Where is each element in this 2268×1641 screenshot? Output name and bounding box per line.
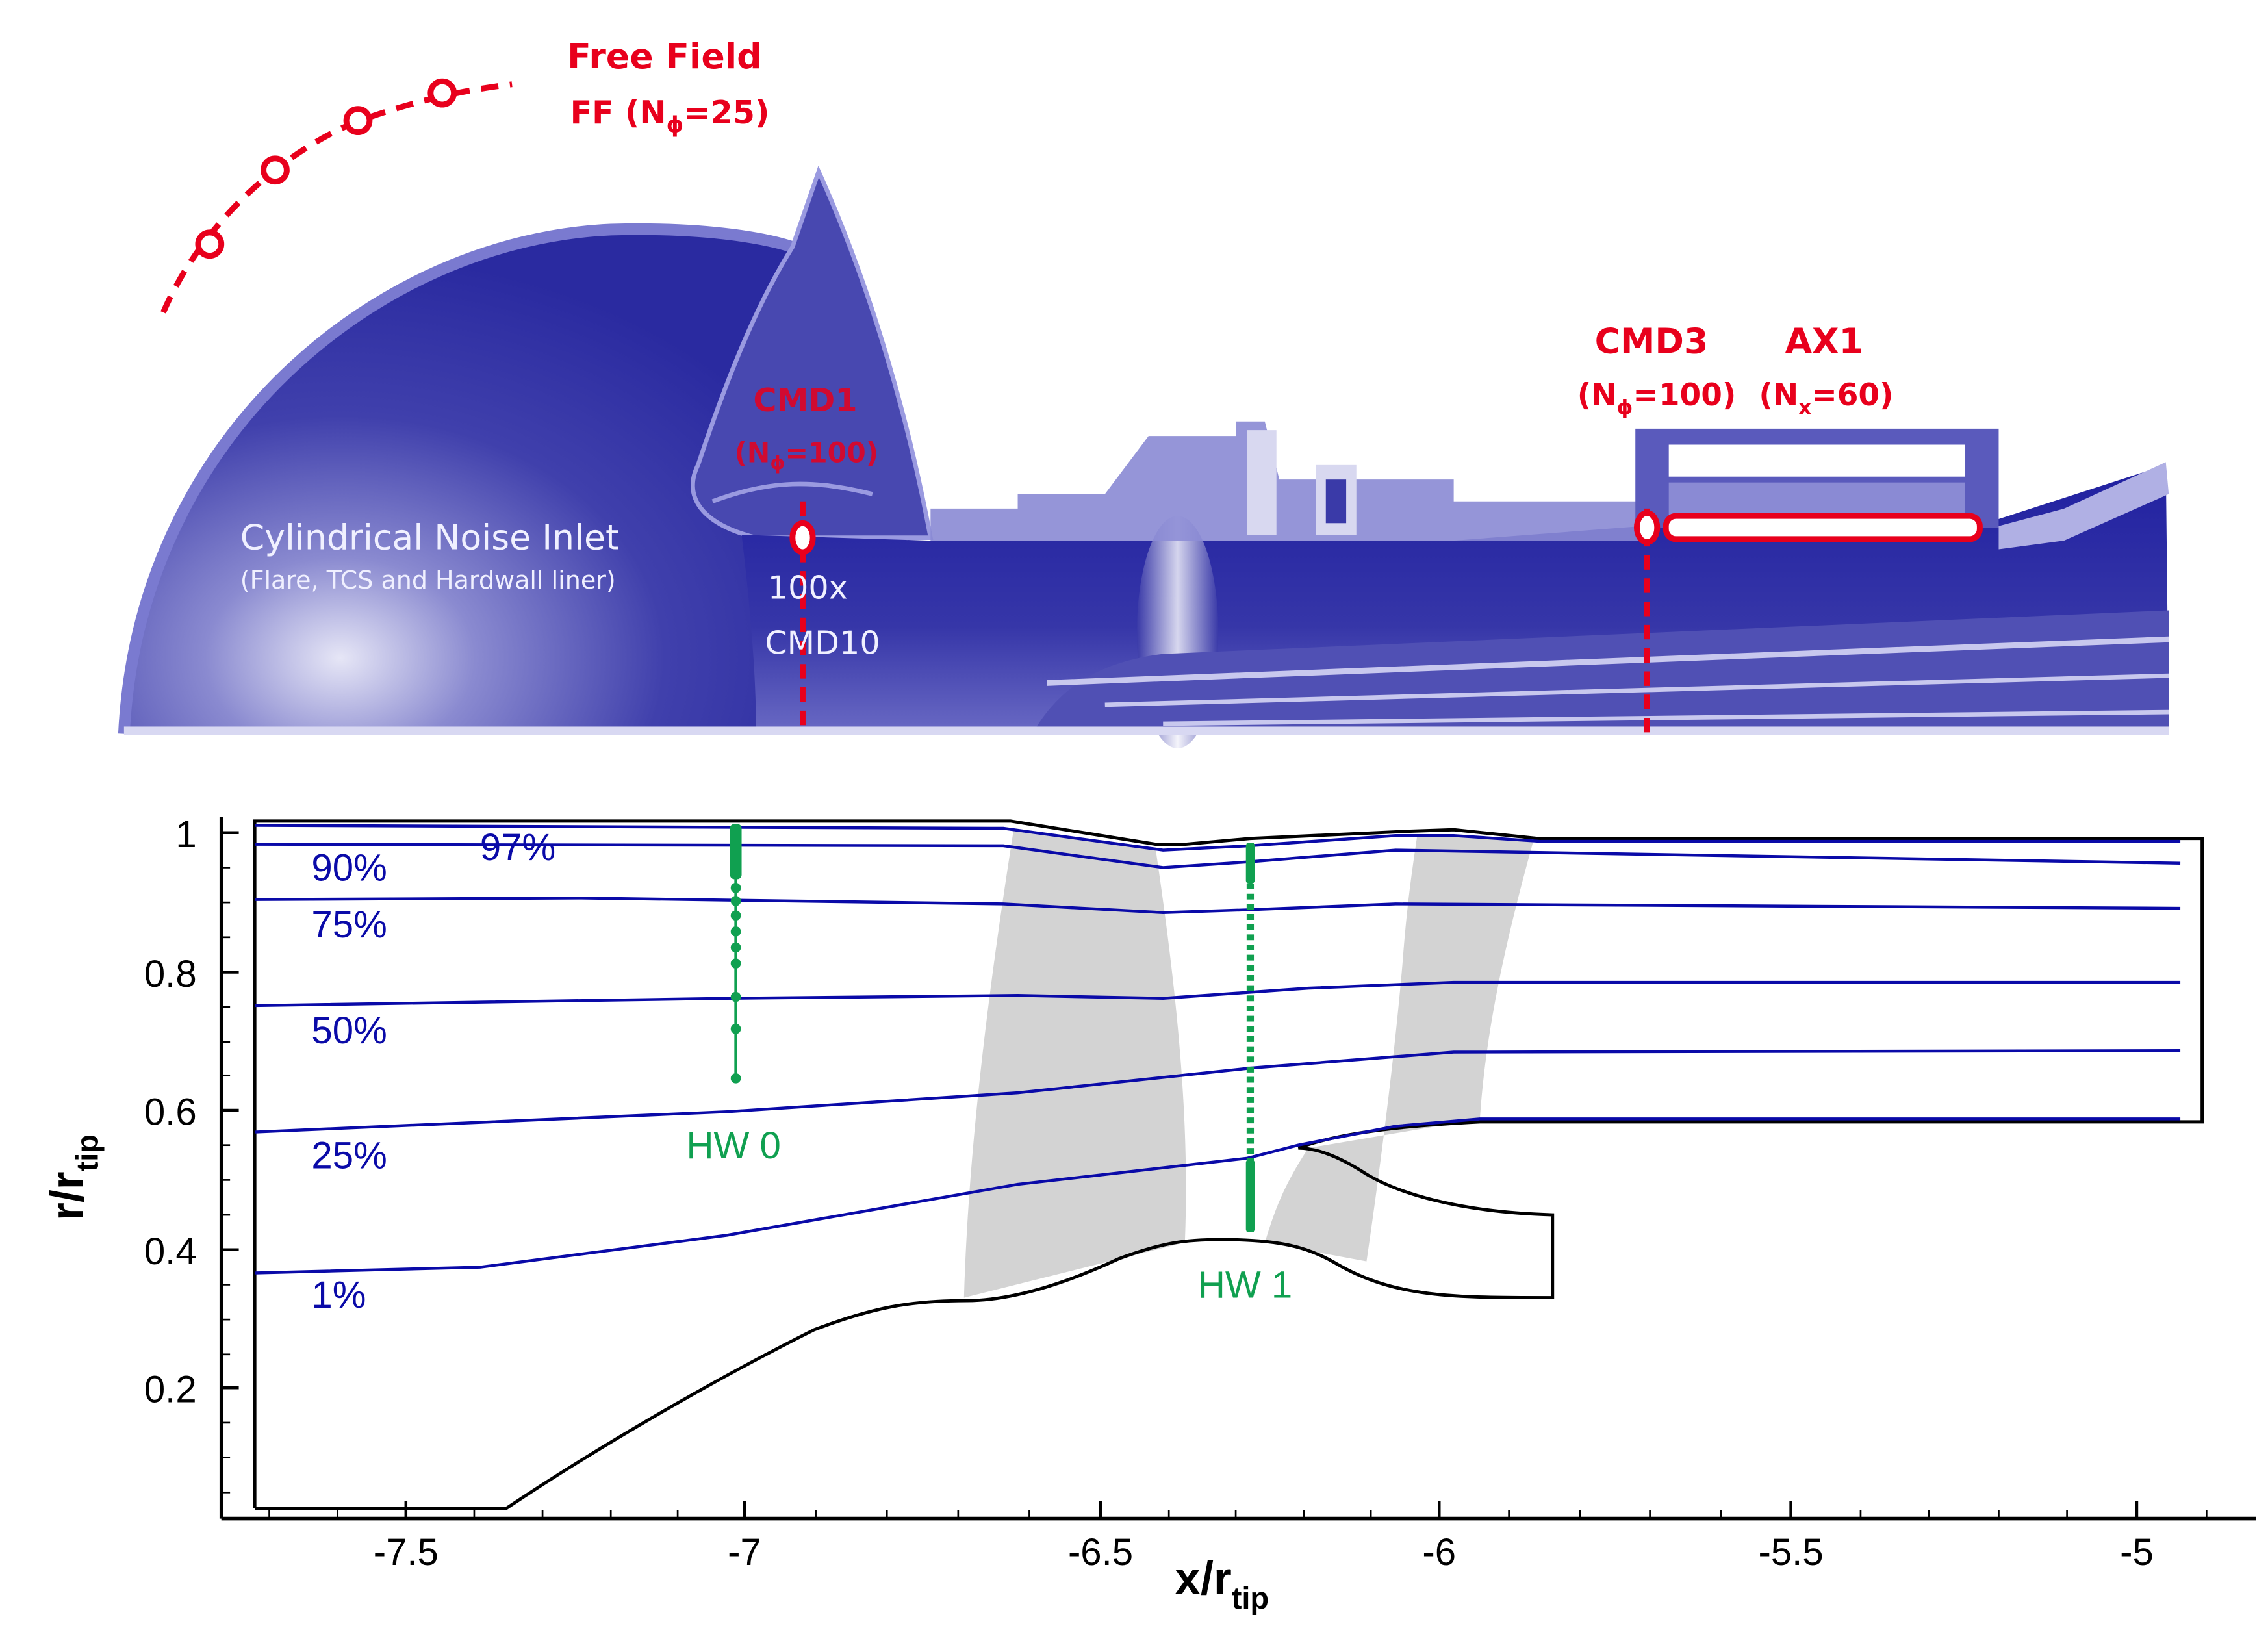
inlet-title: Cylindrical Noise Inlet [240, 517, 619, 558]
hw1-label: HW 1 [1198, 1264, 1292, 1306]
fan-case [930, 421, 1643, 541]
ax1-title: AX1 [1785, 321, 1863, 362]
axes [219, 817, 2256, 1521]
rotor-blade-region [963, 831, 1186, 1298]
label-75: 75% [311, 904, 387, 946]
x-tick--6: -6 [1422, 1531, 1456, 1573]
label-97: 97% [480, 826, 555, 869]
streamline-97 [255, 824, 2181, 852]
label-25: 25% [311, 1134, 387, 1177]
cmd1-subtitle: (Nϕ=100) [734, 437, 878, 474]
y-tick-1: 1 [175, 813, 196, 856]
streamline-50 [255, 980, 2181, 1008]
free-field-title: Free Field [567, 36, 761, 77]
cmd3-marker [1633, 510, 1661, 545]
casing-wall [253, 819, 2204, 1508]
cmd10-line1: 100x [768, 569, 848, 607]
x-tick--5: -5 [2120, 1531, 2154, 1573]
flare-ring [691, 165, 934, 541]
inlet-dome [123, 229, 800, 734]
y-tick-0.6: 0.6 [144, 1091, 197, 1133]
streamlines [255, 824, 2181, 1275]
x-tick--7: -7 [728, 1531, 761, 1573]
y-tick-0.8: 0.8 [144, 953, 197, 995]
hw0-label: HW 0 [687, 1125, 781, 1167]
streamline-75 [255, 897, 2181, 915]
label-90: 90% [311, 847, 387, 889]
ff-microphone-marker [195, 229, 225, 259]
x-axis-title: x/rtip [1175, 1553, 1269, 1615]
engine-cutaway [118, 165, 2169, 749]
ax1-array-marker [1663, 513, 1983, 542]
streamline-25 [255, 1049, 2181, 1134]
hw1-probe-rake [1245, 843, 1255, 1232]
y-axis-title: r/rtip [42, 1134, 104, 1221]
free-field-arc [160, 81, 513, 314]
x-tick--6.5: -6.5 [1068, 1531, 1133, 1573]
cmd1-title: CMD1 [753, 381, 857, 419]
ff-microphone-marker [427, 78, 457, 108]
streamline-1 [255, 1117, 2181, 1275]
cmd3-subtitle: (Nϕ=100) [1577, 377, 1737, 419]
meridional-plot [253, 819, 2204, 1510]
ff-microphone-marker [261, 155, 290, 185]
ax1-subtitle: (Nx=60) [1759, 377, 1893, 419]
core-structure [1032, 610, 2169, 734]
cmd3-title: CMD3 [1595, 321, 1709, 362]
streamline-90 [255, 843, 2181, 869]
stator-blade-region [1264, 833, 1534, 1262]
free-field-array [160, 78, 513, 314]
free-field-subtitle: FF (Nϕ=25) [570, 94, 770, 137]
x-tick--7.5: -7.5 [374, 1531, 439, 1573]
label-1: 1% [311, 1274, 366, 1316]
hw0-probe-rake [730, 824, 742, 1084]
cmd1-marker [789, 520, 816, 555]
x-tick--5.5: -5.5 [1758, 1531, 1823, 1573]
hub-wall [255, 1146, 1555, 1510]
y-tick-0.2: 0.2 [144, 1369, 197, 1411]
label-50: 50% [311, 1010, 387, 1052]
inlet-subtitle: (Flare, TCS and Hardwall liner) [240, 566, 616, 594]
y-tick-0.4: 0.4 [144, 1230, 197, 1273]
ff-microphone-marker [343, 106, 373, 136]
cmd10-line2: CMD10 [765, 624, 880, 662]
